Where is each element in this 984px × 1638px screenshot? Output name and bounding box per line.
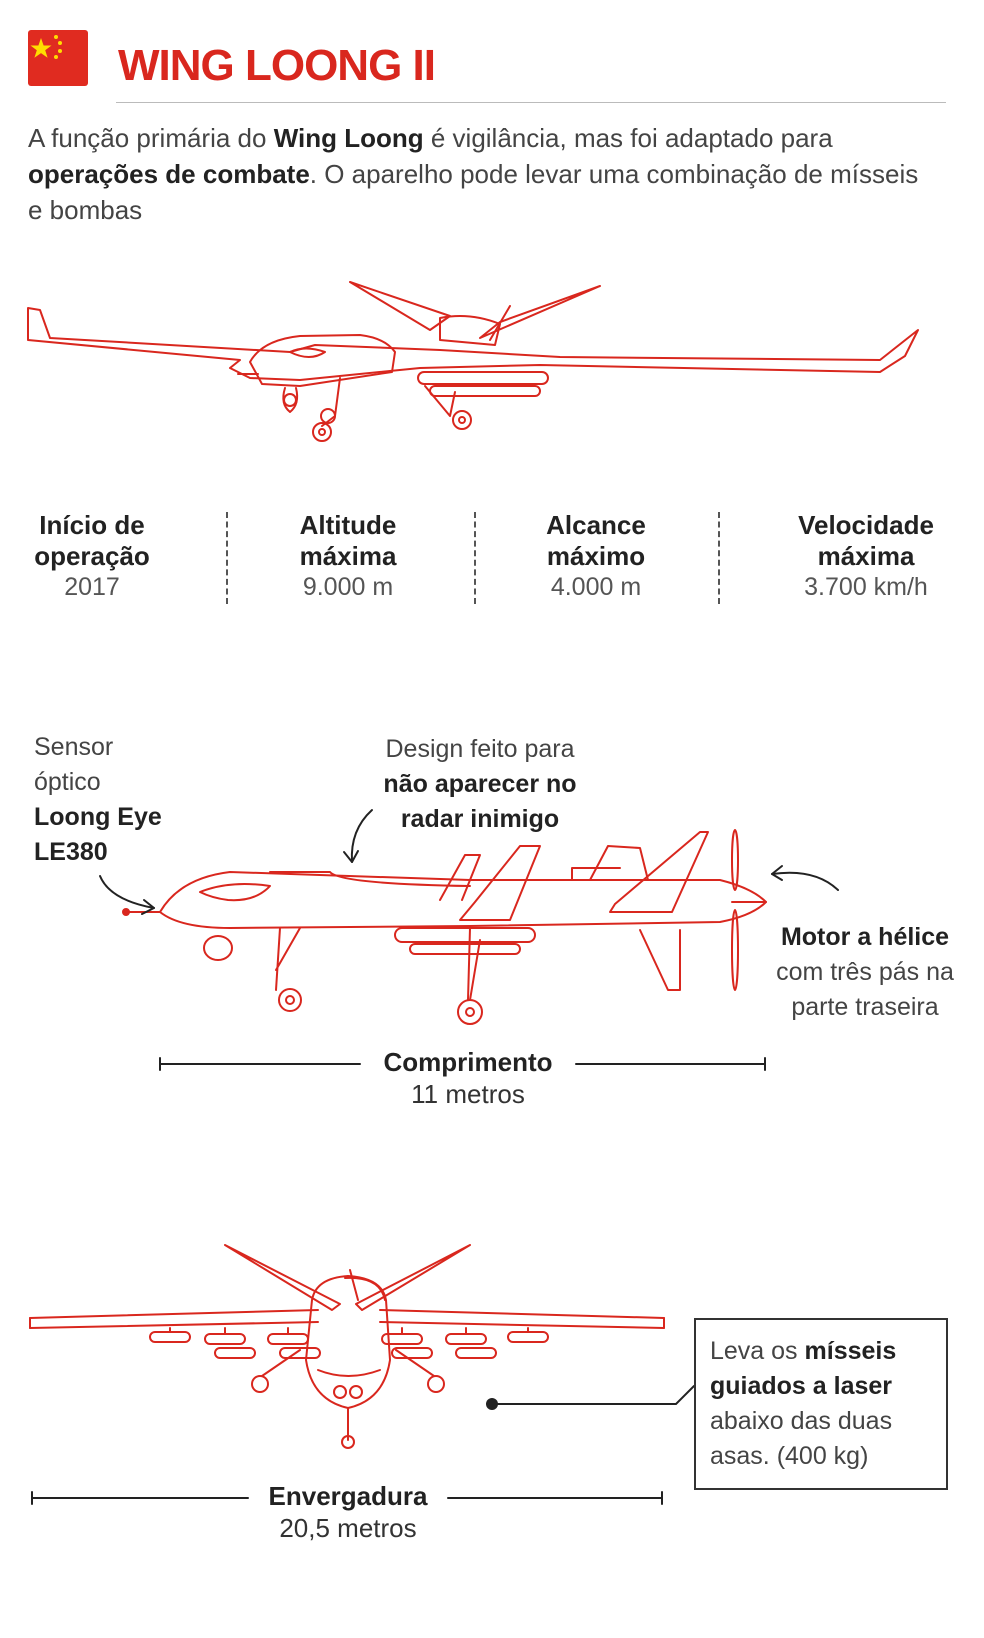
stat-altitude: Altitude máxima 9.000 m	[299, 510, 397, 601]
stat-separator	[226, 512, 228, 604]
sensor-arrow	[99, 875, 155, 909]
length-line-left	[159, 1057, 361, 1071]
span-dimension: Envergadura 20,5 metros	[268, 1481, 428, 1543]
wing-missiles	[149, 1327, 549, 1359]
page-title: WING LOONG II	[118, 41, 436, 90]
callout-pointer	[491, 1385, 695, 1405]
sensor-note: Sensor óptico Loong Eye LE380	[34, 733, 162, 866]
intro-text: A função primária do Wing Loong é vigilâ…	[28, 123, 919, 225]
title-divider	[116, 102, 946, 103]
stat-range: Alcance máximo 4.000 m	[546, 510, 646, 601]
motor-arrow	[771, 871, 839, 891]
china-flag-icon	[28, 30, 88, 86]
stat-separator	[718, 512, 720, 604]
span-line-right	[447, 1491, 663, 1505]
drone-side-drawing	[122, 829, 767, 1025]
length-dimension: Comprimento 11 metros	[383, 1047, 553, 1109]
flag-stars	[30, 35, 62, 59]
design-arrow	[350, 809, 373, 863]
span-line-left	[31, 1491, 249, 1505]
design-note: Design feito para não aparecer no radar …	[383, 735, 577, 833]
callout-dot	[486, 1398, 498, 1410]
stat-speed: Velocidade máxima 3.700 km/h	[798, 510, 934, 601]
drone-front-drawing	[29, 1244, 665, 1449]
length-line-right	[575, 1057, 766, 1071]
stat-separator	[474, 512, 476, 604]
missiles-callout: Leva os mísseis guiados a laser abaixo d…	[694, 1318, 948, 1490]
stat-start: Início de operação 2017	[34, 510, 150, 601]
motor-note: Motor a hélice com três pás na parte tra…	[776, 923, 954, 1021]
drone-perspective-drawing	[27, 281, 919, 442]
